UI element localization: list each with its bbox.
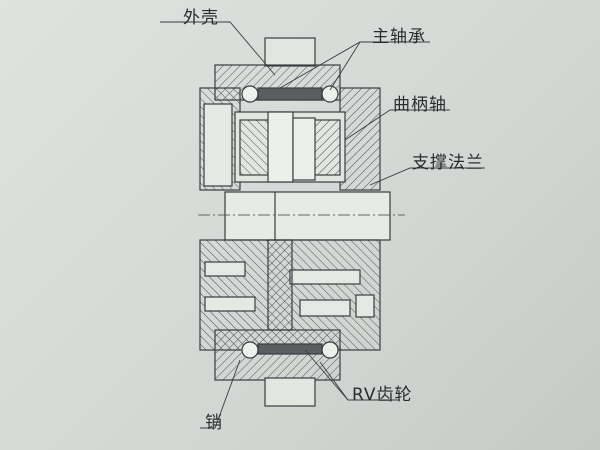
main-bearing-ball-left xyxy=(241,85,259,103)
main-bearing-ball-right xyxy=(321,85,339,103)
label-support-flange: 支撑法兰 xyxy=(412,153,484,173)
central-shaft xyxy=(224,191,391,241)
label-main-bearing: 主轴承 xyxy=(372,27,426,47)
output-gear-bottom xyxy=(264,377,316,407)
label-crankshaft: 曲柄轴 xyxy=(393,95,447,115)
label-housing: 外壳 xyxy=(183,8,219,28)
main-bearing-ball-bottom-left xyxy=(241,341,259,359)
label-rv-gear: RV齿轮 xyxy=(352,385,413,405)
label-pin: 销 xyxy=(205,413,223,433)
housing-bottom xyxy=(214,329,341,381)
crankshaft-eccentric-2 xyxy=(292,117,316,181)
crankshaft-eccentric-1 xyxy=(267,111,294,183)
output-gear-top xyxy=(264,37,316,67)
main-bearing-ball-bottom-right xyxy=(321,341,339,359)
left-block xyxy=(203,103,233,187)
